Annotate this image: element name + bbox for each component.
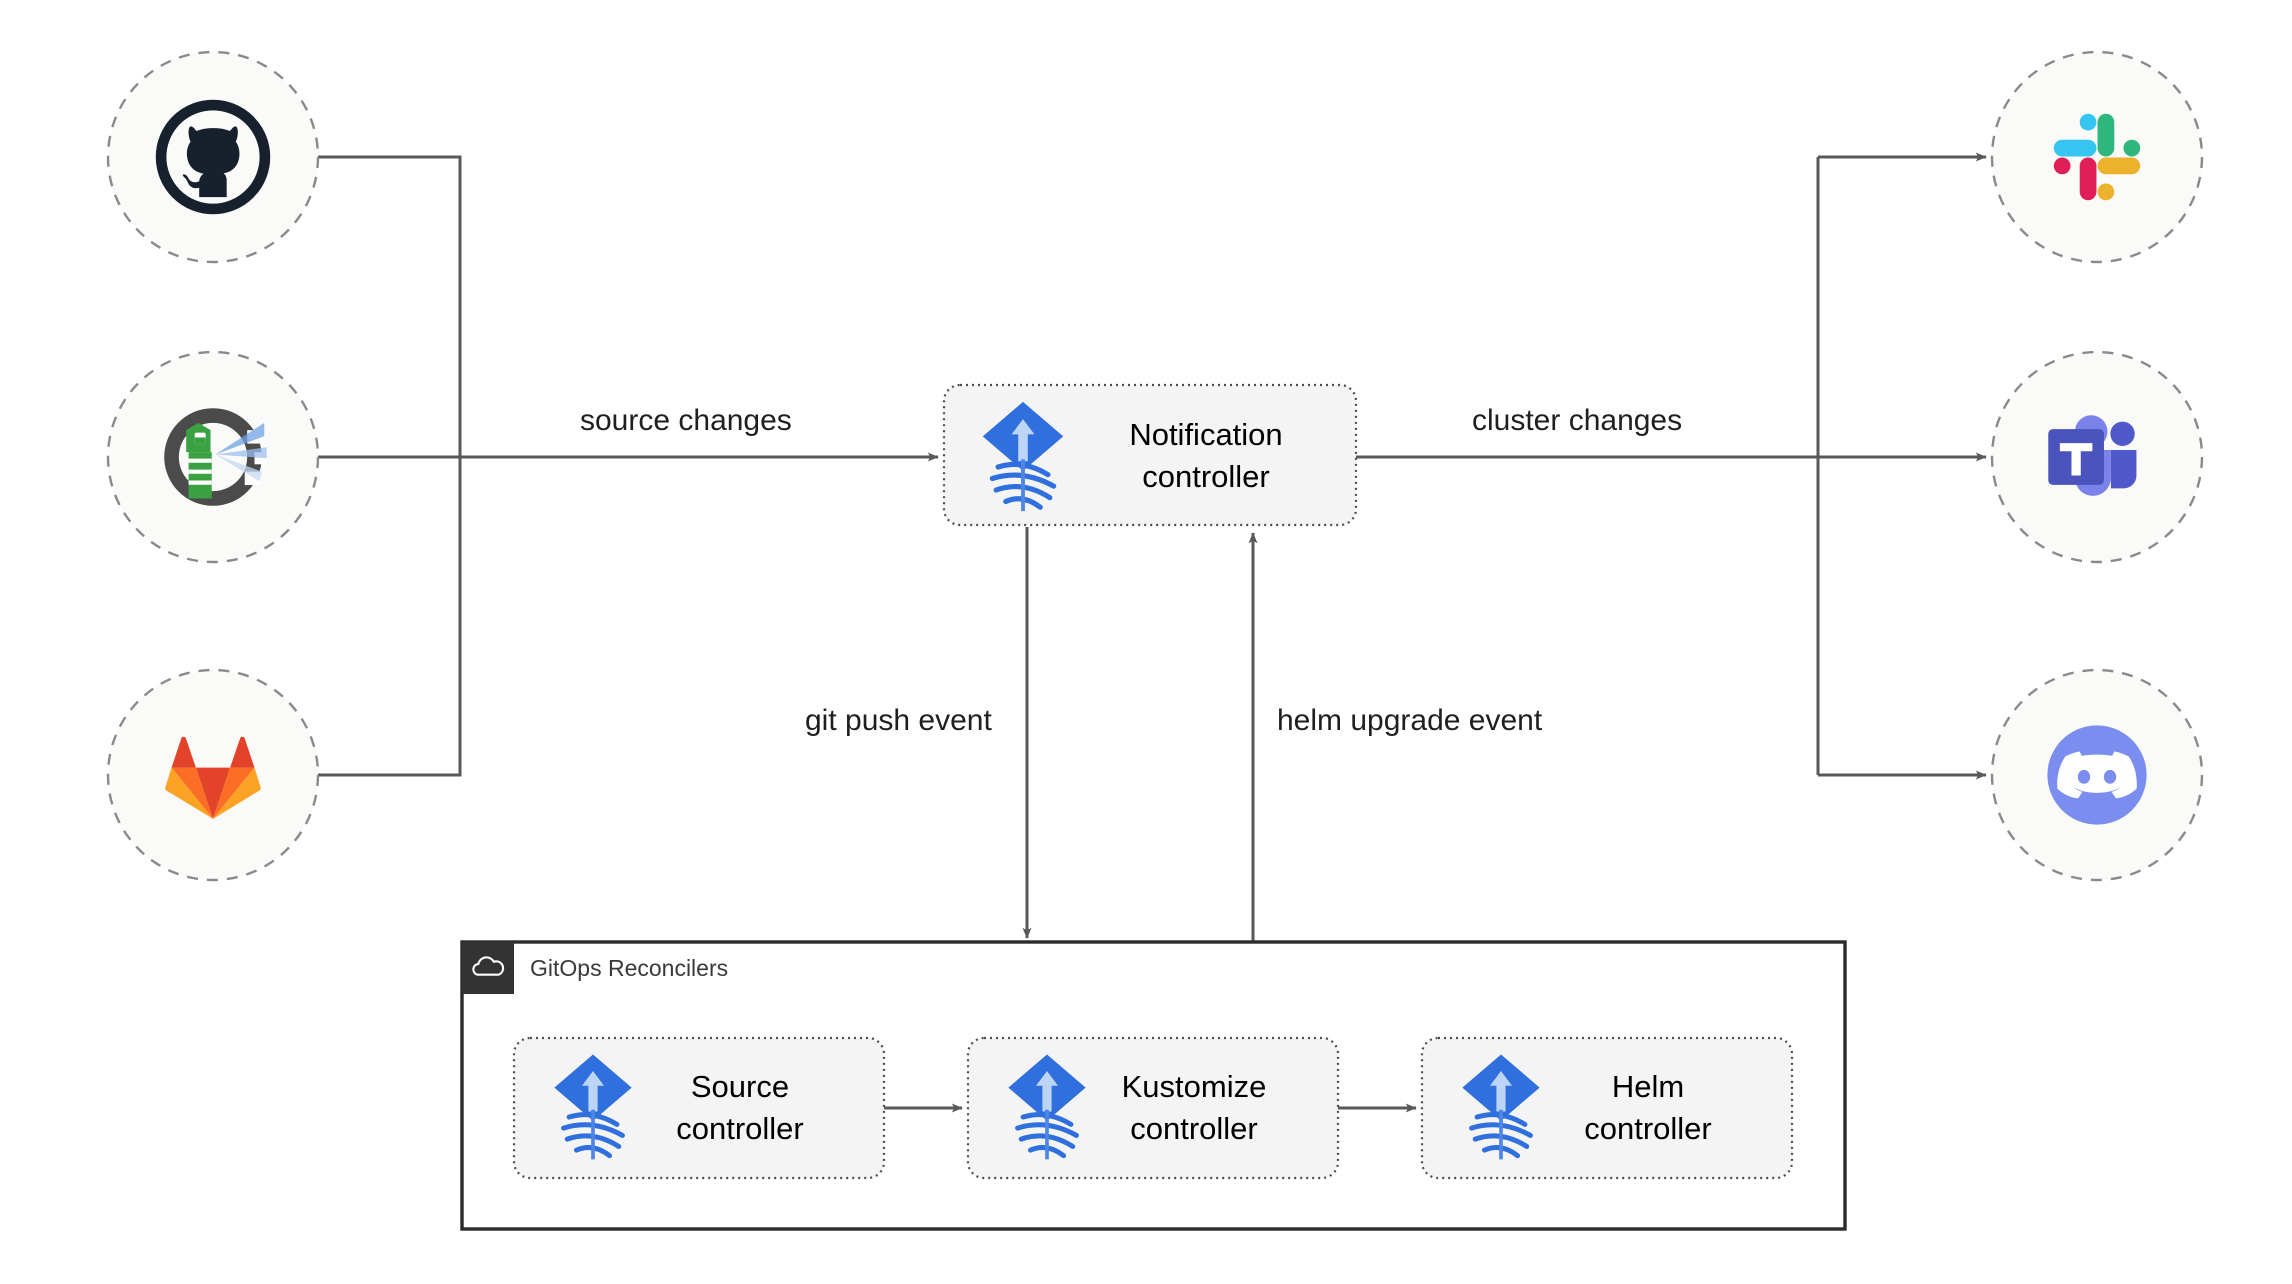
kustomize-controller-label-line2: controller [1130,1111,1258,1146]
kustomize-controller-label-line1: Kustomize [1122,1069,1267,1104]
gitops-reconcilers-panel: GitOps Reconcilers Source controller Kus… [460,940,1847,1231]
source-controller-label-line1: Source [691,1069,789,1104]
panel-title: GitOps Reconcilers [530,955,728,981]
edge-github-to-bus [318,155,462,457]
notification-controller-label-line1: Notification [1129,417,1282,452]
source-node-gitlab[interactable] [106,668,320,882]
edge-label-source-changes: source changes [580,404,792,437]
discord-icon [2047,725,2147,825]
node-kustomize-controller[interactable]: Kustomize controller [966,1036,1340,1180]
helm-controller-label-line1: Helm [1612,1069,1684,1104]
edge-label-helm-upgrade-event: helm upgrade event [1277,704,1543,737]
panel-icon-tab [462,942,514,994]
source-node-github[interactable] [106,50,320,264]
kustomize-controller-box [966,1036,1340,1180]
node-helm-controller[interactable]: Helm controller [1420,1036,1794,1180]
connector-layer [318,152,1987,1228]
helm-controller-label-line2: controller [1584,1111,1712,1146]
edge-gitlab-to-bus [318,457,462,777]
target-node-discord[interactable] [1990,668,2204,882]
slack-circle [1990,50,2204,264]
source-node-harbor[interactable] [106,350,320,564]
target-node-teams[interactable] [1990,350,2204,564]
node-source-controller[interactable]: Source controller [512,1036,886,1180]
notification-controller-label-line2: controller [1142,459,1270,494]
node-notification-controller[interactable]: Notification controller [942,383,1358,527]
helm-controller-box [1420,1036,1794,1180]
source-controller-label-line2: controller [676,1111,804,1146]
target-node-slack[interactable] [1990,50,2204,264]
edge-label-cluster-changes: cluster changes [1472,404,1682,437]
notification-controller-box [942,383,1358,527]
harbor-circle [106,350,320,564]
edge-label-git-push-event: git push event [805,704,992,737]
source-controller-box [512,1036,886,1180]
